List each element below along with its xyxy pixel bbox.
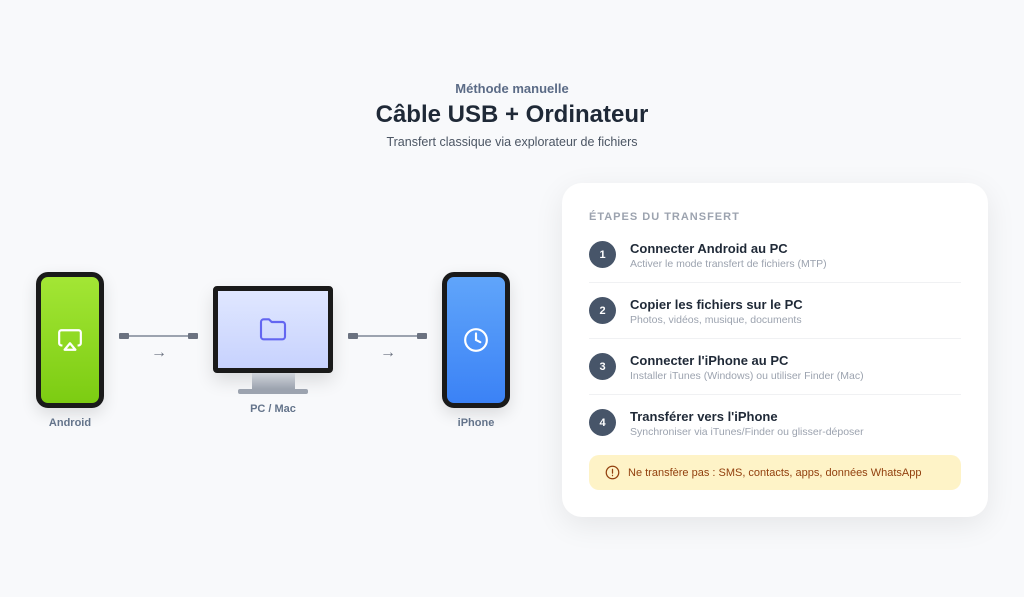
steps-card: ÉTAPES DU TRANSFERT 1 Connecter Android … xyxy=(562,183,988,517)
android-label: Android xyxy=(48,417,92,429)
step-title: Transférer vers l'iPhone xyxy=(630,409,778,424)
step-number: 3 xyxy=(589,353,616,380)
clock-icon xyxy=(464,328,488,352)
iphone-label: iPhone xyxy=(457,417,495,429)
step-subtitle: Activer le mode transfert de fichiers (M… xyxy=(630,258,827,270)
android-phone xyxy=(36,272,104,408)
page-title: Câble USB + Ordinateur xyxy=(375,101,649,128)
usb-cable xyxy=(129,335,189,337)
divider xyxy=(589,394,961,395)
step-number: 4 xyxy=(589,409,616,436)
step-subtitle: Synchroniser via iTunes/Finder ou glisse… xyxy=(630,426,864,438)
step-item: 1 Connecter Android au PC Activer le mod… xyxy=(589,241,961,297)
alert-circle-icon xyxy=(605,465,620,480)
step-title: Connecter l'iPhone au PC xyxy=(630,353,789,368)
cable-plug xyxy=(188,333,198,339)
step-item: 2 Copier les fichiers sur le PC Photos, … xyxy=(589,297,961,353)
step-number: 1 xyxy=(589,241,616,268)
step-subtitle: Installer iTunes (Windows) ou utiliser F… xyxy=(630,370,864,382)
cable-plug xyxy=(119,333,129,339)
usb-cable xyxy=(358,335,418,337)
page-subtitle: Transfert classique via explorateur de f… xyxy=(386,135,638,149)
monitor-base xyxy=(238,389,308,394)
pc-label: PC / Mac xyxy=(250,403,296,415)
computer-monitor xyxy=(213,286,333,373)
airplay-icon xyxy=(58,329,82,351)
step-title: Connecter Android au PC xyxy=(630,241,788,256)
cable-plug xyxy=(348,333,358,339)
folder-icon xyxy=(259,317,287,340)
warning-banner: Ne transfère pas : SMS, contacts, apps, … xyxy=(589,455,961,490)
arrow-right-icon: → xyxy=(151,344,167,361)
divider xyxy=(589,338,961,339)
step-item: 4 Transférer vers l'iPhone Synchroniser … xyxy=(589,409,961,465)
warning-text: Ne transfère pas : SMS, contacts, apps, … xyxy=(628,466,922,479)
step-number: 2 xyxy=(589,297,616,324)
arrow-right-icon: → xyxy=(380,344,396,361)
step-subtitle: Photos, vidéos, musique, documents xyxy=(630,314,802,326)
divider xyxy=(589,282,961,283)
eyebrow: Méthode manuelle xyxy=(455,81,569,96)
steps-title: ÉTAPES DU TRANSFERT xyxy=(589,211,740,223)
iphone xyxy=(442,272,510,408)
cable-plug xyxy=(417,333,427,339)
monitor-stand xyxy=(252,373,295,389)
step-title: Copier les fichiers sur le PC xyxy=(630,297,803,312)
step-item: 3 Connecter l'iPhone au PC Installer iTu… xyxy=(589,353,961,409)
